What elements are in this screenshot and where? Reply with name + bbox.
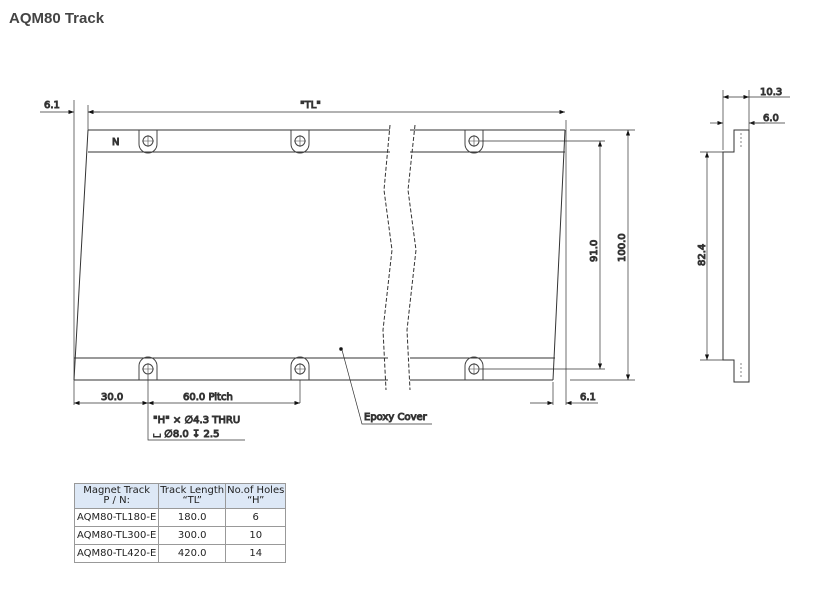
side-height-dim: 82.4 — [697, 244, 708, 266]
hole-span-dim: 91.0 — [589, 240, 600, 262]
hole-note-thru: "H" × ∅4.3 THRU — [153, 415, 240, 426]
height-dim: 100.0 — [617, 233, 628, 262]
hole-note-counterbore: ⌴ ∅8.0 ↧ 2.5 — [153, 429, 219, 440]
header-holes: No.of Holes“H” — [225, 483, 287, 509]
header-length: Track Length“TL” — [158, 483, 227, 509]
side-body-width-dim: 6.0 — [763, 113, 779, 124]
side-total-width-dim: 10.3 — [760, 87, 782, 98]
pitch-dim: 60.0 Pitch — [183, 392, 233, 403]
tl-label: "TL" — [300, 100, 321, 111]
dimensions — [40, 100, 635, 441]
first-hole-dim: 30.0 — [101, 392, 123, 403]
front-view — [73, 124, 566, 391]
right-offset-dim: 6.1 — [580, 392, 596, 403]
page-title: AQM80 Track — [9, 10, 105, 27]
side-view: 10.3 6.0 82.4 — [697, 87, 790, 383]
left-offset-dim: 6.1 — [44, 100, 60, 111]
epoxy-cover-label: Epoxy Cover — [364, 412, 428, 423]
mounting-holes — [138, 130, 484, 380]
north-mark: N — [112, 137, 119, 148]
